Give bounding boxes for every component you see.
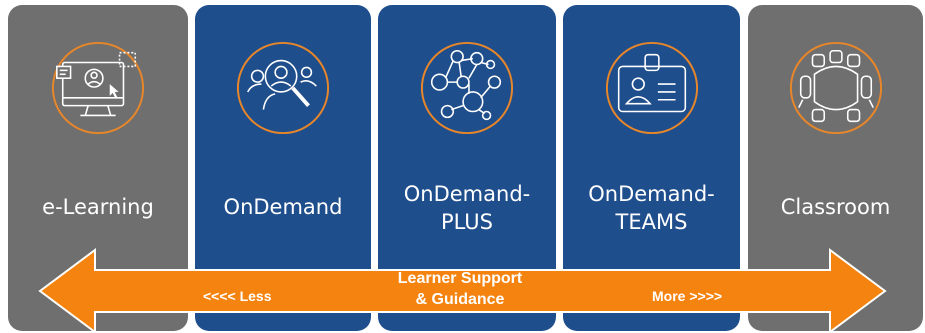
- card-label-line1: OnDemand: [223, 195, 343, 219]
- card-label-line1: Classroom: [780, 195, 891, 219]
- card-label: OnDemand- TEAMS: [563, 180, 740, 236]
- id-badge-icon: [603, 39, 701, 137]
- card-label-line2: TEAMS: [615, 210, 688, 234]
- learner-support-label: Learner Support & Guidance: [360, 268, 560, 310]
- conference-table-icon: [787, 39, 885, 137]
- user-network-icon: [418, 39, 516, 137]
- card-label-line1: e-Learning: [42, 195, 154, 219]
- monitor-user-cursor-icon: [49, 39, 147, 137]
- card-label: OnDemand- PLUS: [378, 180, 556, 236]
- card-label-line1: OnDemand-: [403, 182, 531, 206]
- learner-support-line1: Learner Support: [397, 270, 523, 287]
- less-label: <<<< Less: [203, 288, 272, 304]
- learner-support-line2: & Guidance: [415, 291, 505, 308]
- more-label: More >>>>: [652, 288, 723, 304]
- card-label: OnDemand: [195, 193, 371, 221]
- card-label-line2: PLUS: [440, 210, 494, 234]
- card-label: e-Learning: [8, 193, 188, 221]
- card-label-line1: OnDemand-: [588, 182, 715, 206]
- card-label: Classroom: [748, 193, 923, 221]
- users-magnifier-icon: [234, 39, 332, 137]
